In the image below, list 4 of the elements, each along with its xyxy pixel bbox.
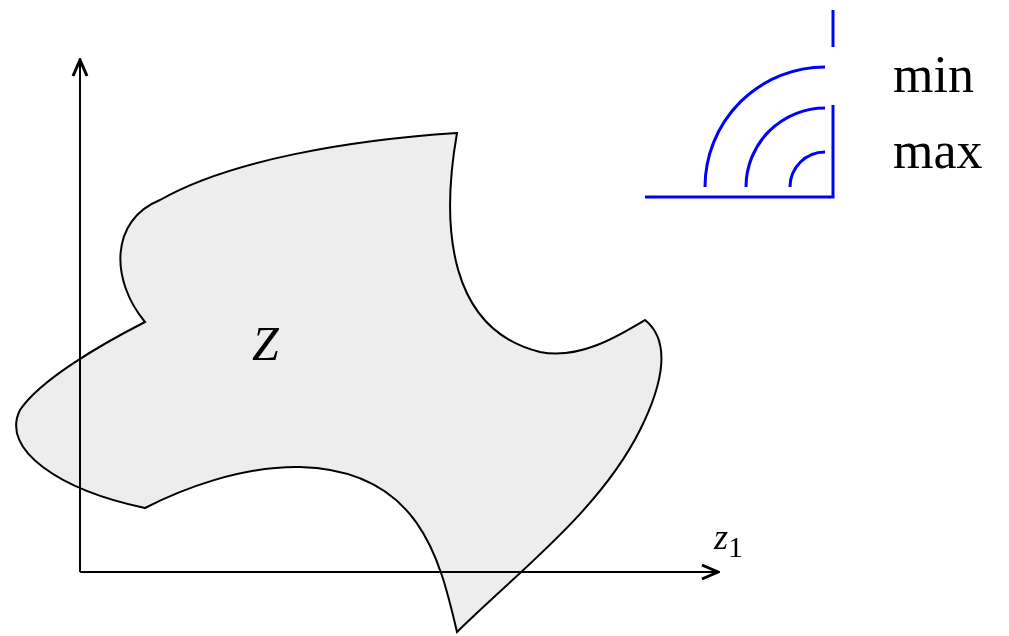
legend-text: min — [893, 46, 974, 104]
axis-label: z$_{1}$ — [714, 518, 743, 564]
region-label: Z — [252, 320, 279, 368]
legend-text: max — [893, 122, 983, 180]
